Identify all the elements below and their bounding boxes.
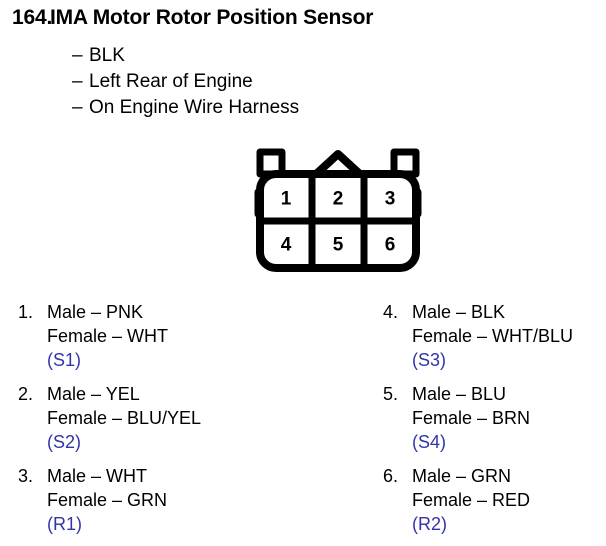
item-number: 164. bbox=[12, 6, 53, 29]
attribute-bullet-list: – BLK – Left Rear of Engine – On Engine … bbox=[72, 43, 299, 121]
pin-item-index: 4. bbox=[383, 302, 399, 322]
pin-signal-code: (S4) bbox=[412, 432, 447, 452]
bullet-label: On Engine Wire Harness bbox=[89, 97, 300, 118]
pin-signal-code: (S2) bbox=[47, 432, 82, 452]
pin-item-body: Male – PNK Female – WHT (S1) bbox=[47, 300, 318, 372]
pin-number-3: 3 bbox=[385, 189, 396, 210]
pin-signal-code: (R1) bbox=[47, 514, 82, 534]
dash-icon: – bbox=[72, 71, 83, 92]
pin-list-item: 6. Male – GRN Female – RED (R2) bbox=[383, 464, 603, 536]
pin-male-wire: Male – WHT bbox=[47, 466, 148, 486]
pin-number-4: 4 bbox=[281, 235, 292, 256]
pin-female-wire: Female – WHT/BLU bbox=[412, 326, 574, 346]
pin-female-wire: Female – RED bbox=[412, 490, 531, 510]
pin-list-left-column: 1. Male – PNK Female – WHT (S1) 2. Male … bbox=[18, 300, 318, 546]
pin-female-wire: Female – BRN bbox=[412, 408, 531, 428]
pin-list-item: 5. Male – BLU Female – BRN (S4) bbox=[383, 382, 603, 454]
pin-item-body: Male – WHT Female – GRN (R1) bbox=[47, 464, 318, 536]
pin-signal-code: (R2) bbox=[412, 514, 447, 534]
center-peak-icon bbox=[311, 150, 365, 179]
page-title: IMA Motor Rotor Position Sensor bbox=[50, 6, 374, 29]
bullet-label: Left Rear of Engine bbox=[89, 71, 253, 92]
pin-signal-code: (S1) bbox=[47, 350, 82, 370]
bullet-label: BLK bbox=[89, 45, 125, 66]
pin-male-wire: Male – PNK bbox=[47, 302, 144, 322]
pin-list-item: 1. Male – PNK Female – WHT (S1) bbox=[18, 300, 318, 372]
pin-item-index: 2. bbox=[18, 384, 34, 404]
pin-female-wire: Female – BLU/YEL bbox=[47, 408, 202, 428]
pin-signal-code: (S3) bbox=[412, 350, 447, 370]
pin-item-index: 6. bbox=[383, 466, 399, 486]
bullet-item-2: – On Engine Wire Harness bbox=[72, 95, 299, 121]
dash-icon: – bbox=[72, 97, 83, 118]
pin-male-wire: Male – BLK bbox=[412, 302, 506, 322]
pin-female-wire: Female – WHT bbox=[47, 326, 169, 346]
pin-number-2: 2 bbox=[333, 189, 344, 210]
pin-item-index: 1. bbox=[18, 302, 34, 322]
bullet-item-1: – Left Rear of Engine bbox=[72, 69, 299, 95]
pin-number-6: 6 bbox=[385, 235, 396, 256]
pin-item-index: 5. bbox=[383, 384, 399, 404]
pin-list-item: 2. Male – YEL Female – BLU/YEL (S2) bbox=[18, 382, 318, 454]
right-tab-icon bbox=[390, 148, 420, 178]
dash-icon: – bbox=[72, 45, 83, 66]
pin-male-wire: Male – YEL bbox=[47, 384, 140, 404]
pin-item-body: Male – BLK Female – WHT/BLU (S3) bbox=[412, 300, 603, 372]
pin-item-index: 3. bbox=[18, 466, 34, 486]
page-header: 164. IMA Motor Rotor Position Sensor bbox=[12, 6, 592, 30]
header-row: 164. IMA Motor Rotor Position Sensor bbox=[12, 6, 592, 30]
pin-number-1: 1 bbox=[281, 189, 292, 210]
pin-list-right-column: 4. Male – BLK Female – WHT/BLU (S3) 5. M… bbox=[383, 300, 603, 546]
bullet-item-0: – BLK bbox=[72, 43, 299, 69]
pin-item-body: Male – YEL Female – BLU/YEL (S2) bbox=[47, 382, 318, 454]
connector-diagram: 1 2 3 4 5 6 bbox=[248, 146, 428, 274]
pin-male-wire: Male – BLU bbox=[412, 384, 507, 404]
pin-number-5: 5 bbox=[333, 235, 344, 256]
pin-list-item: 3. Male – WHT Female – GRN (R1) bbox=[18, 464, 318, 536]
connector-svg: 1 2 3 4 5 6 bbox=[254, 148, 422, 272]
pin-female-wire: Female – GRN bbox=[47, 490, 168, 510]
pin-list-item: 4. Male – BLK Female – WHT/BLU (S3) bbox=[383, 300, 603, 372]
pin-item-body: Male – BLU Female – BRN (S4) bbox=[412, 382, 603, 454]
pin-male-wire: Male – GRN bbox=[412, 466, 512, 486]
pin-item-body: Male – GRN Female – RED (R2) bbox=[412, 464, 603, 536]
